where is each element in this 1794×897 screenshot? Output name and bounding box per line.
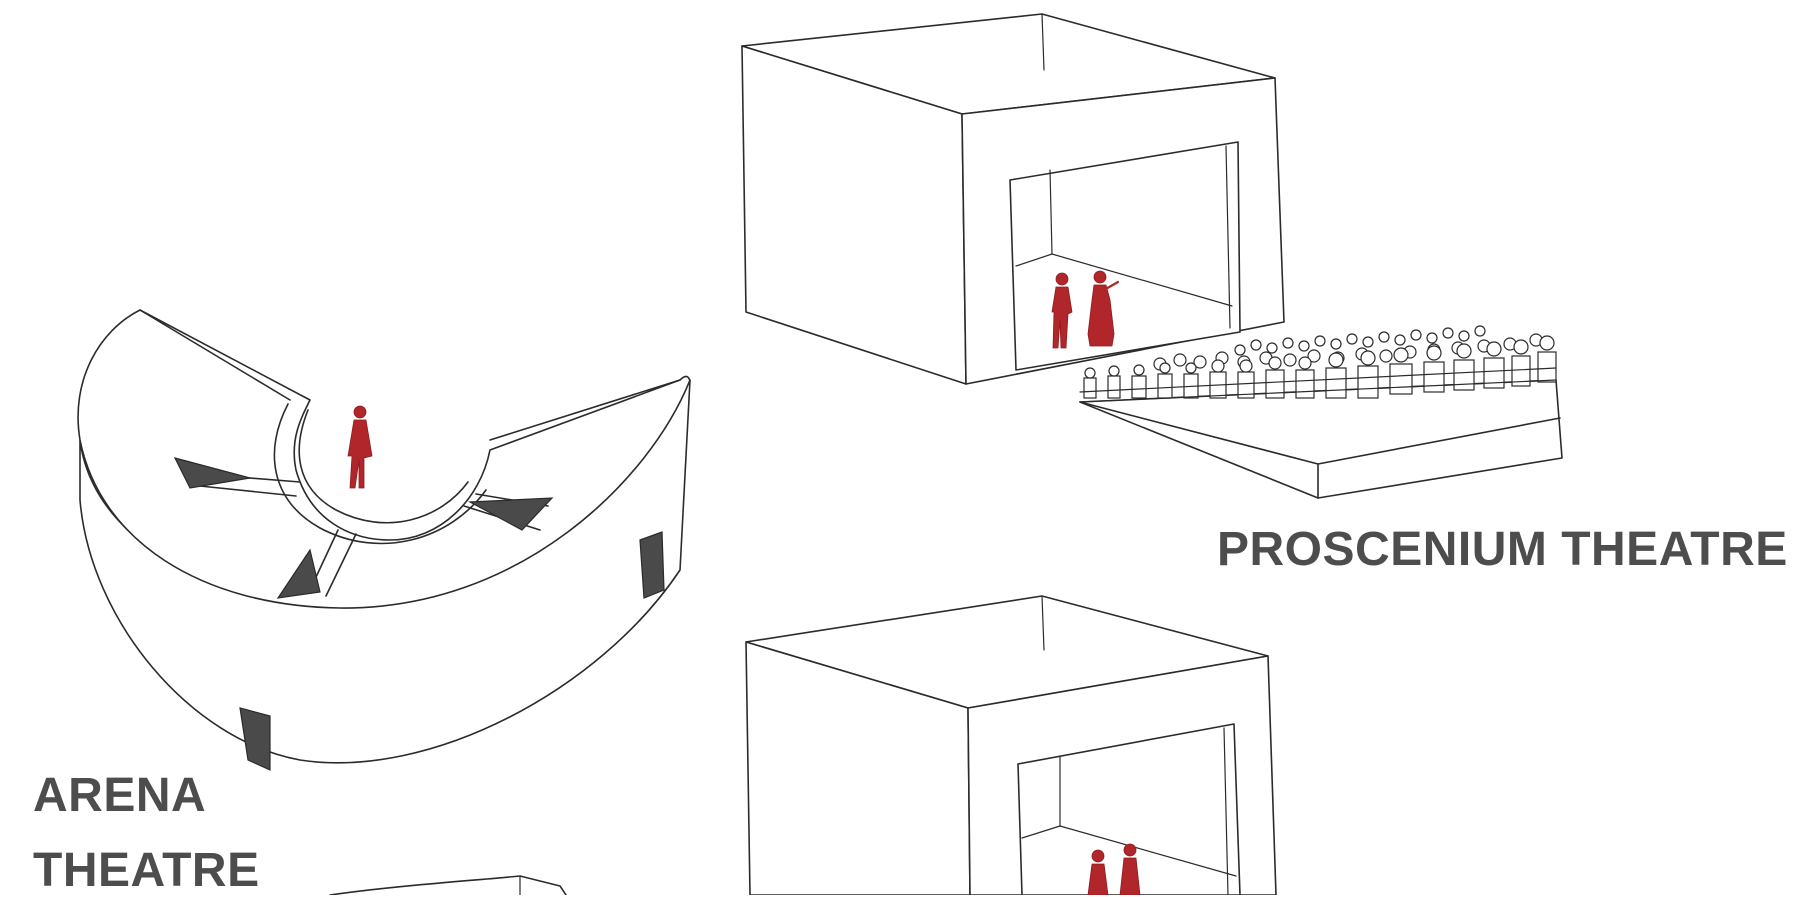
- arena-theatre-sketch: [78, 310, 690, 770]
- arena-theatre-label-line2: THEATRE: [33, 847, 260, 895]
- lower-theatre-sketch: [746, 596, 1276, 895]
- arena-entrance-right: [640, 532, 664, 598]
- proscenium-theatre-sketch: [742, 14, 1562, 498]
- arena-performer: [348, 406, 372, 488]
- proscenium-theatre-label: PROSCENIUM THEATRE: [1217, 526, 1788, 574]
- arena-theatre-label-line1: ARENA: [33, 772, 206, 820]
- arena-entrance-front: [240, 708, 270, 770]
- lower-left-fragment: [330, 876, 566, 895]
- proscenium-seating-top: [1080, 380, 1562, 498]
- arena-stage-ring-inner: [299, 410, 468, 523]
